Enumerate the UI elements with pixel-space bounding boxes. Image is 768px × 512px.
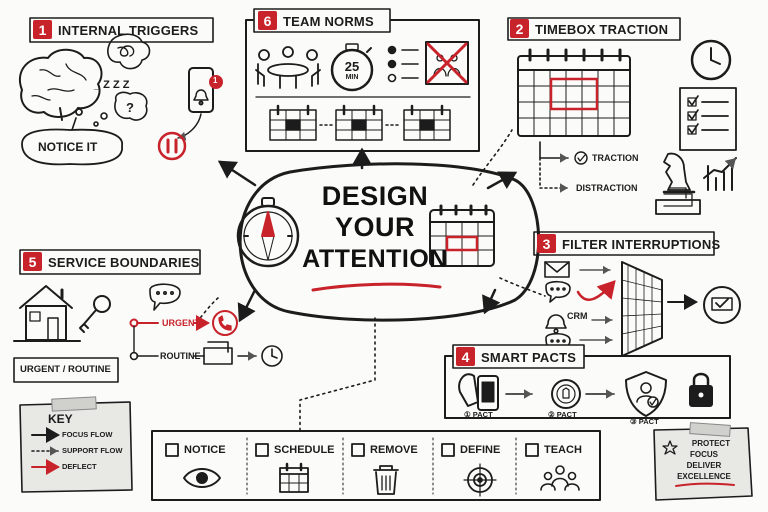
section-number-2: 2 (510, 19, 529, 38)
section-number-1: 1 (33, 20, 52, 39)
smart-pacts-title: SMART PACTS (481, 350, 577, 365)
service-boundaries-title: SERVICE BOUNDARIES (48, 255, 200, 270)
center-title-line-1: DESIGN (321, 181, 429, 211)
urgent-label: URGENT (162, 318, 200, 328)
coin-icon (551, 379, 581, 409)
target-icon (463, 463, 497, 497)
schedule-calendar-icon (279, 462, 309, 493)
checklist-bar (151, 430, 601, 501)
meeting-icon (255, 46, 321, 89)
phone-icon (177, 67, 223, 141)
routine-flow (136, 341, 283, 367)
routine-label: ROUTINE (160, 351, 201, 361)
checklist-item-teach: TEACH (544, 444, 582, 456)
clock-icon (690, 39, 732, 81)
approved-message-icon (703, 286, 741, 324)
notice-it-label: NOTICE IT (38, 140, 98, 154)
notice-it-bubble (21, 108, 123, 166)
filter-interruptions-title: FILTER INTERRUPTIONS (562, 237, 721, 252)
protect-note-line-2: FOCUS (690, 450, 718, 459)
traction-flow (539, 141, 588, 193)
calendar-strip (269, 104, 451, 141)
key-title: KEY (48, 412, 73, 426)
inbox-tray-icon (655, 187, 701, 215)
protect-note-line-1: PROTECT (691, 439, 731, 448)
checklist-icon (679, 87, 737, 151)
pact-label-3: ③ PACT (630, 417, 659, 426)
traction-label: TRACTION (592, 153, 639, 163)
growth-chart-icon (703, 157, 737, 191)
focus-arrows (217, 147, 518, 323)
no-meetings-icon (425, 41, 469, 85)
speech-bubble-icon (149, 283, 181, 311)
protect-note-line-4: EXCELLENCE (677, 472, 731, 481)
house-icon (13, 285, 81, 342)
filter-screen-icon (621, 261, 663, 357)
section-internal-triggers (19, 17, 223, 166)
shield-user-icon (625, 371, 667, 417)
crm-label: CRM (567, 311, 588, 321)
timebox-traction-title: TIMEBOX TRACTION (535, 22, 669, 37)
section-number-4: 4 (456, 347, 475, 366)
distraction-label: DISTRACTION (576, 183, 638, 193)
pact-label-2: ② PACT (548, 410, 577, 419)
timer-unit: MIN (345, 74, 359, 81)
section-timebox-traction (507, 17, 737, 215)
calendar-icon-center (429, 204, 495, 267)
pause-icon (157, 131, 187, 161)
pact-label-1: ① PACT (464, 410, 493, 419)
notification-badge: 1 (213, 76, 218, 85)
timer-value: 25 (344, 59, 360, 74)
mail-icon (544, 261, 570, 278)
section-number-6: 6 (258, 11, 277, 30)
eye-icon (183, 468, 221, 488)
section-service-boundaries (13, 249, 283, 383)
internal-triggers-title: INTERNAL TRIGGERS (58, 23, 199, 38)
list-icon (387, 45, 419, 83)
protect-note (653, 422, 753, 501)
key-icon (79, 295, 111, 333)
center-title-line-2: YOUR (334, 212, 415, 242)
chat-icon (545, 280, 571, 303)
group-icon (540, 465, 580, 491)
key-item-focus-flow: FOCUS FLOW (62, 430, 113, 439)
section-smart-pacts (444, 344, 731, 419)
key-note (19, 396, 133, 493)
lock-icon (689, 372, 713, 407)
title-underline (311, 282, 442, 292)
key-item-support-flow: SUPPORT FLOW (62, 446, 123, 455)
calendar-icon-large (517, 48, 631, 137)
phone-call-icon (212, 310, 238, 336)
key-item-deflect: DEFLECT (62, 462, 97, 471)
timer-icon (330, 43, 374, 92)
center-title-line-3: ATTENTION (302, 245, 448, 273)
checklist-item-notice: NOTICE (184, 444, 226, 456)
section-number-3: 3 (537, 234, 556, 253)
bell-icon (545, 314, 567, 334)
house-caption-box (13, 357, 119, 383)
thought-bubble (93, 33, 151, 127)
protect-note-line-3: DELIVER (686, 461, 722, 470)
sleep-thought-text: _ z z z (94, 79, 130, 91)
section-number-5: 5 (23, 252, 42, 271)
center-oval (238, 162, 541, 322)
checklist-item-schedule: SCHEDULE (274, 444, 335, 456)
checklist-item-define: DEFINE (460, 444, 501, 456)
brain-icon (19, 48, 103, 121)
deflect-arrow (576, 280, 616, 301)
hand-phone-icon (458, 373, 499, 411)
trash-icon (373, 465, 399, 495)
urgent-flow (129, 320, 209, 361)
compass-icon (236, 197, 300, 268)
team-norms-title: TEAM NORMS (283, 14, 374, 29)
chess-knight-icon (662, 152, 696, 194)
question-mark: ? (126, 100, 134, 115)
checklist-item-remove: REMOVE (370, 444, 418, 456)
urgent-routine-caption: URGENT / ROUTINE (20, 364, 111, 375)
section-team-norms (245, 8, 480, 152)
